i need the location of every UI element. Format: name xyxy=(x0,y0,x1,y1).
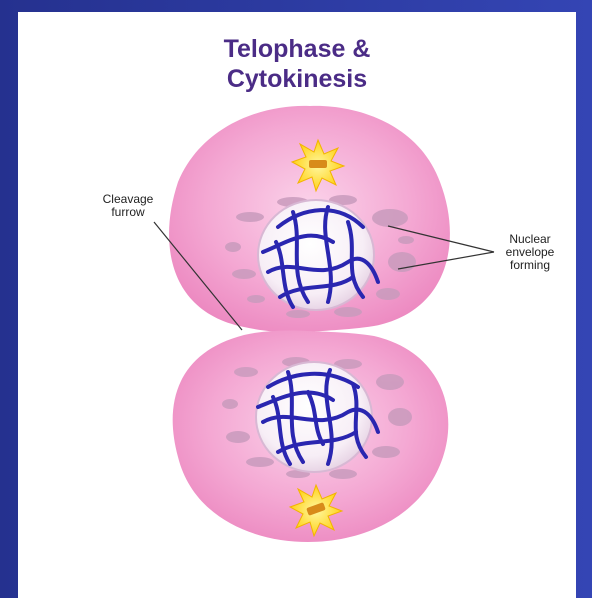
nuclear-label-line-1: Nuclear xyxy=(509,232,550,246)
top-nucleus xyxy=(258,200,374,310)
cleavage-label-line-2: furrow xyxy=(111,205,145,219)
diagram-panel: Telophase & Cytokinesis xyxy=(18,12,576,598)
nuclear-label-line-2: envelope xyxy=(506,245,555,259)
bottom-daughter-cell xyxy=(173,330,449,542)
top-daughter-cell xyxy=(169,106,450,332)
telophase-diagram: Cleavage furrow Nuclear envelope forming xyxy=(18,12,576,598)
cleavage-label-line-1: Cleavage xyxy=(103,192,154,206)
nuclear-label-line-3: forming xyxy=(510,258,550,272)
